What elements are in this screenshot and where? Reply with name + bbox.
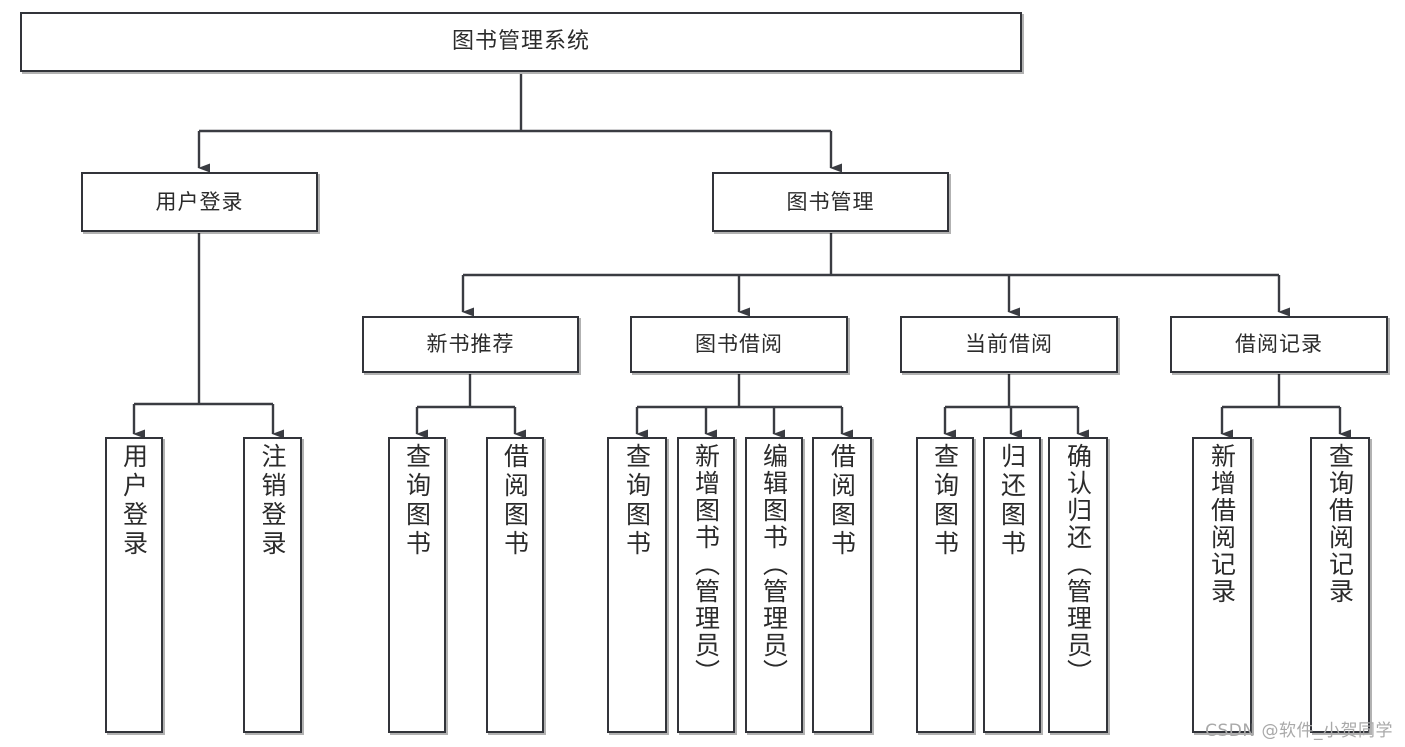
node-new-book-recommend-label: 新书推荐 (426, 332, 515, 357)
node-book-borrow[interactable]: 图书借阅 (630, 316, 848, 373)
node-borrow-record[interactable]: 借阅记录 (1170, 316, 1388, 373)
leaf-bookborrow-add-book-label: 新增图书（管理员） (691, 443, 721, 686)
leaf-logout[interactable]: 注销登录 (243, 437, 302, 733)
node-new-book-recommend[interactable]: 新书推荐 (362, 316, 579, 373)
node-book-manage[interactable]: 图书管理 (712, 172, 949, 232)
leaf-bookborrow-edit-book-label: 编辑图书（管理员） (759, 443, 789, 686)
leaf-currentborrow-query-book-label: 查询图书 (930, 443, 960, 559)
leaf-bookborrow-borrow-book[interactable]: 借阅图书 (812, 437, 872, 733)
leaf-bookborrow-query-book-label: 查询图书 (622, 443, 652, 559)
leaf-currentborrow-confirm-return[interactable]: 确认归还（管理员） (1048, 437, 1108, 733)
leaf-bookborrow-borrow-book-label: 借阅图书 (827, 443, 857, 559)
leaf-bookborrow-query-book[interactable]: 查询图书 (607, 437, 667, 733)
leaf-user-login-label: 用户登录 (119, 443, 149, 559)
leaf-logout-label: 注销登录 (258, 443, 287, 559)
leaf-user-login[interactable]: 用户登录 (105, 437, 163, 733)
leaf-newbook-borrow-book-label: 借阅图书 (500, 443, 530, 559)
leaf-currentborrow-confirm-return-label: 确认归还（管理员） (1063, 443, 1093, 686)
node-book-manage-label: 图书管理 (786, 189, 875, 214)
leaf-borrowrecord-add-record-label: 新增借阅记录 (1207, 443, 1237, 605)
leaf-newbook-query-book[interactable]: 查询图书 (388, 437, 446, 733)
leaf-borrowrecord-query-record[interactable]: 查询借阅记录 (1310, 437, 1370, 733)
leaf-currentborrow-return-book-label: 归还图书 (997, 443, 1027, 559)
leaf-bookborrow-edit-book[interactable]: 编辑图书（管理员） (745, 437, 803, 733)
node-current-borrow-label: 当前借阅 (965, 332, 1053, 357)
node-user-login-label: 用户登录 (155, 189, 244, 214)
leaf-borrowrecord-query-record-label: 查询借阅记录 (1325, 443, 1355, 605)
node-root[interactable]: 图书管理系统 (20, 12, 1022, 72)
leaf-newbook-borrow-book[interactable]: 借阅图书 (486, 437, 544, 733)
leaf-borrowrecord-add-record[interactable]: 新增借阅记录 (1192, 437, 1252, 733)
node-book-borrow-label: 图书借阅 (695, 332, 783, 357)
leaf-currentborrow-query-book[interactable]: 查询图书 (916, 437, 974, 733)
node-current-borrow[interactable]: 当前借阅 (900, 316, 1118, 373)
watermark: CSDN @软件_小贺同学 (1205, 721, 1393, 741)
node-root-label: 图书管理系统 (451, 29, 590, 55)
leaf-newbook-query-book-label: 查询图书 (402, 443, 432, 559)
leaf-bookborrow-add-book[interactable]: 新增图书（管理员） (677, 437, 735, 733)
node-borrow-record-label: 借阅记录 (1235, 332, 1323, 357)
leaf-currentborrow-return-book[interactable]: 归还图书 (983, 437, 1041, 733)
node-user-login[interactable]: 用户登录 (81, 172, 318, 232)
